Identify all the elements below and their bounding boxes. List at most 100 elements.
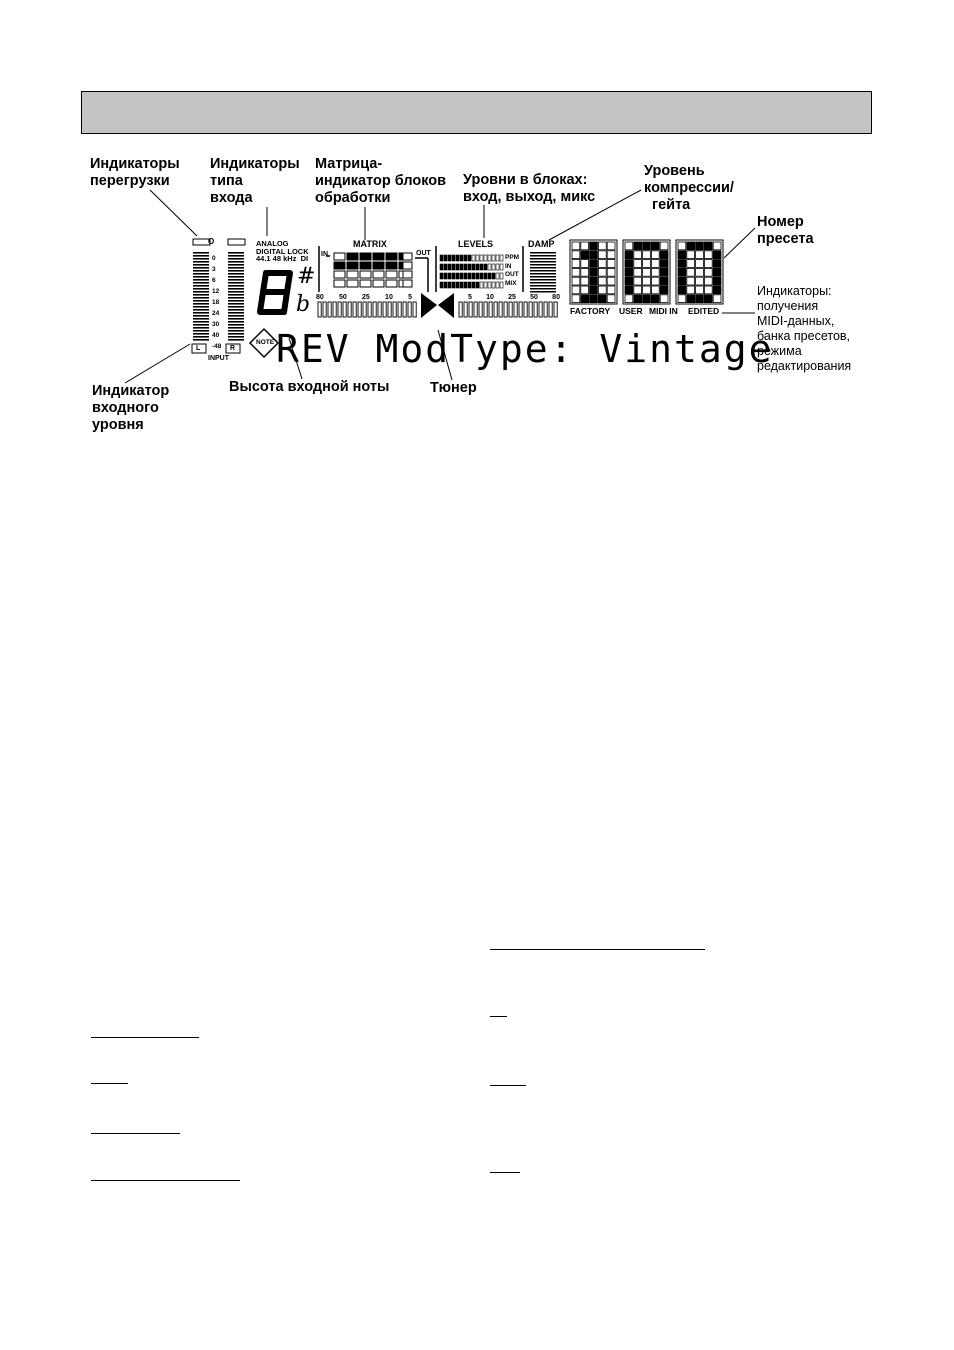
matrix-cell <box>385 279 398 288</box>
levels-segment <box>479 272 484 280</box>
levels-segment <box>439 254 444 262</box>
preset-dot <box>677 259 687 268</box>
levels-segment <box>443 272 448 280</box>
meter-segment <box>193 339 209 341</box>
sharp-symbol: # <box>297 264 316 289</box>
meter-segment <box>193 330 209 332</box>
matrix-cell <box>385 261 398 270</box>
preset-dot <box>695 276 704 286</box>
levels-segment <box>487 254 492 262</box>
levels-segment <box>463 272 468 280</box>
preset-dot <box>704 294 713 303</box>
levels-row-label: PPM <box>505 254 520 261</box>
callout-input-type: Индикаторы типа входа <box>210 156 300 206</box>
preset-dot <box>606 259 616 268</box>
matrix-cell <box>385 252 398 261</box>
note-letter: 8 <box>255 264 288 316</box>
levels-segment <box>491 263 496 271</box>
channel-box-l <box>191 343 207 354</box>
levels-segment <box>495 281 500 289</box>
meter-segment <box>193 333 209 335</box>
damp-segment <box>530 282 556 284</box>
meter-scale-label: 12 <box>212 288 220 295</box>
meter-segment <box>193 300 209 302</box>
callout-overload: Индикаторы перегрузки <box>90 156 180 189</box>
preset-dot <box>712 250 722 260</box>
damp-bars <box>530 252 556 293</box>
clip-indicator-right <box>227 238 246 246</box>
preset-dot <box>704 285 713 295</box>
meter-segment <box>193 315 209 317</box>
meter-segment <box>193 324 209 326</box>
preset-dot <box>677 276 687 286</box>
preset-dot <box>580 285 589 295</box>
matrix-label: MATRIX <box>353 239 387 249</box>
matrix-cell <box>346 261 359 270</box>
meter-segment <box>193 252 209 254</box>
tuner-segment <box>553 301 558 318</box>
tuner-bars-right <box>458 301 558 318</box>
matrix-cell <box>402 252 413 261</box>
leader-overload <box>149 189 198 237</box>
preset-dot <box>704 276 713 286</box>
matrix-cell <box>402 279 413 288</box>
tuner-segment <box>463 301 468 318</box>
status-midi-in: MIDI IN <box>649 306 678 316</box>
meter-segment <box>228 258 244 260</box>
preset-dot <box>598 259 607 268</box>
preset-dot <box>598 285 607 295</box>
callout-note-pitch: Высота входной ноты <box>229 379 390 395</box>
preset-dot <box>633 267 642 277</box>
meter-segment <box>228 282 244 284</box>
blank-line <box>91 1133 180 1134</box>
preset-dot <box>580 250 589 260</box>
header-bar <box>81 91 872 134</box>
preset-dot <box>686 259 695 268</box>
preset-dot <box>571 285 581 295</box>
tuner-segment <box>493 301 498 318</box>
damp-label: DAMP <box>528 239 555 249</box>
tuner-segment <box>402 301 407 318</box>
tuner-segment <box>473 301 478 318</box>
levels-segment <box>439 281 444 289</box>
tuner-scale-label: 50 <box>339 294 347 301</box>
preset-dot <box>686 267 695 277</box>
preset-dot <box>571 250 581 260</box>
lcd-display-text: REV ModType: Vintage <box>276 327 774 371</box>
preset-dot <box>580 294 589 303</box>
meter-segment <box>228 327 244 329</box>
damp-segment <box>530 288 556 290</box>
channel-box-r <box>225 343 241 354</box>
meter-segment <box>228 276 244 278</box>
levels-segment <box>471 272 476 280</box>
preset-dot <box>695 250 704 260</box>
leader-input-level <box>124 343 191 384</box>
levels-segment <box>499 281 504 289</box>
clip-label: O <box>208 237 215 246</box>
levels-segment <box>479 281 484 289</box>
preset-dot <box>651 285 660 295</box>
tuner-segment <box>528 301 533 318</box>
tuner-scale-label: 10 <box>385 294 393 301</box>
levels-segment <box>455 254 460 262</box>
preset-dot <box>598 267 607 277</box>
tuner-segment <box>327 301 332 318</box>
leader-compression <box>548 189 642 241</box>
levels-segment <box>443 281 448 289</box>
preset-dot <box>642 276 651 286</box>
flat-symbol: b <box>296 292 311 317</box>
levels-segment <box>487 272 492 280</box>
input-type-labels: ANALOG DIGITAL LOCK 44.1 48 kHz DI <box>256 239 309 263</box>
damp-segment <box>530 291 556 293</box>
preset-dot <box>712 267 722 277</box>
tuner-segment <box>362 301 367 318</box>
blank-line <box>490 1016 507 1017</box>
preset-dot <box>598 294 607 303</box>
tuner-segment <box>538 301 543 318</box>
meter-segment <box>228 267 244 269</box>
preset-dot <box>606 250 616 260</box>
preset-dot <box>704 250 713 260</box>
levels-segment <box>483 254 488 262</box>
preset-dot <box>642 267 651 277</box>
preset-dot <box>712 285 722 295</box>
